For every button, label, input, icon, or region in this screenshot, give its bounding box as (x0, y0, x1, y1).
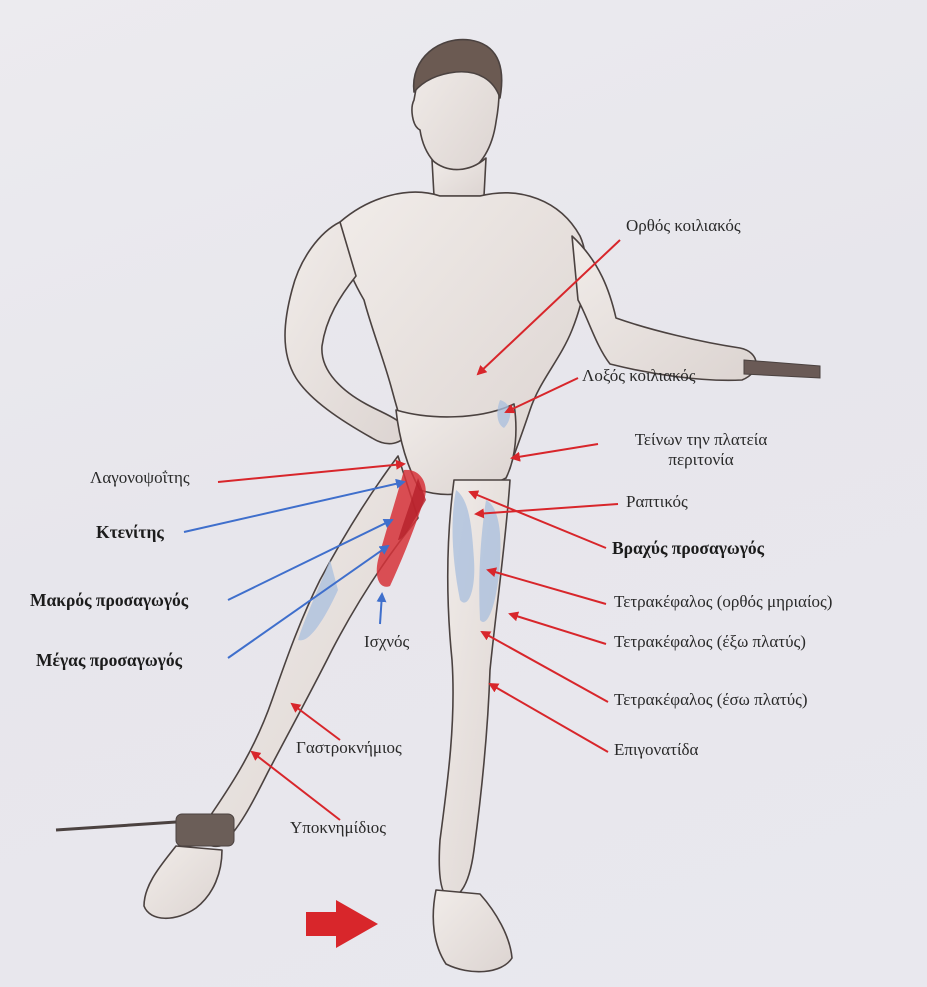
label-vastus-lateralis: Τετρακέφαλος (έξω πλατύς) (614, 632, 806, 652)
arrow-gastrocnemius (292, 704, 340, 740)
label-obliques: Λοξός κοιλιακός (582, 366, 695, 386)
label-adductor-longus: Μακρός προσαγωγός (30, 590, 188, 610)
label-pectineus: Κτενίτης (96, 522, 164, 542)
label-tfl: Τείνων την πλατεία περιτονία (606, 430, 796, 469)
label-gracilis: Ισχνός (364, 632, 409, 652)
label-adductor-magnus: Μέγας προσαγωγός (36, 650, 182, 670)
arrow-tfl (512, 444, 598, 458)
label-sartorius: Ραπτικός (626, 492, 688, 512)
arrow-rectus-femoris (488, 570, 606, 604)
label-rectus-abdominis: Ορθός κοιλιακός (626, 216, 741, 236)
label-adductor-brevis: Βραχύς προσαγωγός (612, 538, 764, 558)
label-patella: Επιγονατίδα (614, 740, 698, 760)
arrow-iliopsoas (218, 464, 404, 482)
arrow-obliques (506, 378, 578, 412)
arrow-adductor-brevis (470, 492, 606, 548)
label-gastrocnemius: Γαστροκνήμιος (296, 738, 402, 758)
arrow-patella (490, 684, 608, 752)
label-tfl-line1: Τείνων την πλατεία (606, 430, 796, 450)
arrow-rectus-abdominis (478, 240, 620, 374)
label-soleus: Υποκνημίδιος (290, 818, 386, 838)
arrow-vastus-medialis (482, 632, 608, 702)
arrow-gracilis (380, 594, 382, 624)
label-tfl-line2: περιτονία (606, 450, 796, 470)
arrow-soleus (252, 752, 340, 820)
arrow-sartorius (476, 504, 618, 514)
arrow-vastus-lateralis (510, 614, 606, 644)
arrow-pectineus (184, 482, 404, 532)
label-rectus-femoris: Τετρακέφαλος (ορθός μηριαίος) (614, 592, 832, 612)
label-vastus-medialis: Τετρακέφαλος (έσω πλατύς) (614, 690, 808, 710)
label-iliopsoas: Λαγονοψοΐτης (90, 468, 190, 488)
